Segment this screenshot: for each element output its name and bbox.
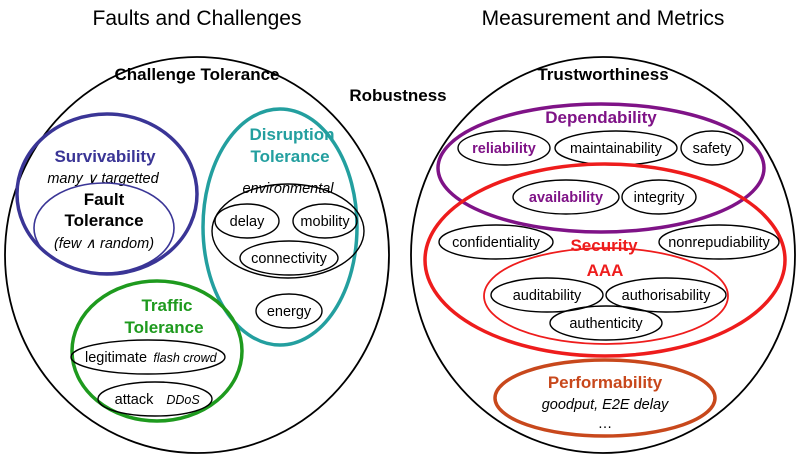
environmental-label: environmental — [242, 181, 334, 197]
legitimate-ellipse — [70, 339, 226, 375]
security-title: Security — [570, 236, 638, 255]
performability-ellipsis: … — [598, 416, 613, 432]
traffic-tolerance-title-1: Traffic — [141, 296, 192, 315]
traffic-tolerance-title-2: Tolerance — [124, 318, 203, 337]
nonrepudiability-label: nonrepudiability — [668, 235, 770, 251]
trustworthiness-ellipse — [410, 56, 796, 454]
disruption-tolerance-title-2: Tolerance — [250, 147, 329, 166]
fault-tolerance-ellipse — [33, 182, 175, 274]
survivability-ellipse — [15, 112, 199, 276]
mobility-label: mobility — [300, 214, 350, 230]
energy-ellipse — [255, 293, 323, 329]
connectivity-label: connectivity — [251, 251, 328, 267]
auditability-label: auditability — [513, 288, 582, 304]
challenge-tolerance-title: Challenge Tolerance — [114, 65, 279, 84]
legitimate-label: legitimate — [85, 350, 147, 366]
integrity-label: integrity — [634, 190, 686, 206]
aaa-title: AAA — [587, 261, 624, 280]
performability-title: Performability — [548, 373, 663, 392]
reliability-ellipse — [457, 130, 551, 166]
safety-label: safety — [693, 141, 732, 157]
flash-crowd-label: flash crowd — [153, 351, 217, 365]
delay-ellipse — [214, 203, 280, 239]
trustworthiness-title: Trustworthiness — [537, 65, 668, 84]
safety-ellipse — [680, 130, 744, 166]
authorisability-label: authorisability — [622, 288, 711, 304]
confidentiality-ellipse — [438, 224, 554, 260]
delay-label: delay — [230, 214, 265, 230]
performability-metrics: goodput, E2E delay — [542, 397, 669, 413]
environmental-ellipse — [211, 183, 365, 279]
maintainability-label: maintainability — [570, 141, 663, 157]
disruption-tolerance-title-1: Disruption — [250, 125, 335, 144]
challenge-tolerance-ellipse — [4, 56, 390, 454]
fault-tolerance-title-2: Tolerance — [64, 211, 143, 230]
traffic-tolerance-ellipse — [70, 279, 244, 423]
fault-tolerance-subtitle: (few ∧ random) — [54, 236, 154, 252]
mobility-ellipse — [292, 203, 358, 239]
survivability-subtitle: many ∨ targetted — [47, 171, 159, 187]
robustness-label: Robustness — [349, 86, 446, 105]
dependability-title: Dependability — [545, 108, 657, 127]
attack-label: attack — [115, 392, 154, 408]
security-ellipse — [423, 162, 787, 358]
connectivity-ellipse — [239, 240, 339, 276]
ddos-label: DDoS — [166, 393, 200, 407]
survivability-title: Survivability — [54, 147, 156, 166]
auditability-ellipse — [490, 277, 604, 313]
header-faults-and-challenges: Faults and Challenges — [93, 7, 302, 30]
availability-ellipse — [512, 179, 620, 215]
authorisability-ellipse — [605, 277, 727, 313]
confidentiality-label: confidentiality — [452, 235, 541, 251]
disruption-tolerance-ellipse — [201, 107, 359, 347]
fault-tolerance-title-1: Fault — [84, 190, 125, 209]
aaa-ellipse — [483, 247, 729, 345]
attack-ellipse — [97, 381, 213, 417]
authenticity-label: authenticity — [569, 316, 643, 332]
integrity-ellipse — [621, 179, 697, 215]
header-measurement-and-metrics: Measurement and Metrics — [482, 7, 725, 30]
dependability-ellipse — [436, 102, 766, 234]
authenticity-ellipse — [549, 305, 663, 341]
reliability-label: reliability — [472, 141, 536, 157]
availability-label: availability — [529, 190, 603, 206]
performability-ellipse — [493, 358, 717, 438]
nonrepudiability-ellipse — [658, 224, 780, 260]
energy-label: energy — [267, 304, 312, 320]
